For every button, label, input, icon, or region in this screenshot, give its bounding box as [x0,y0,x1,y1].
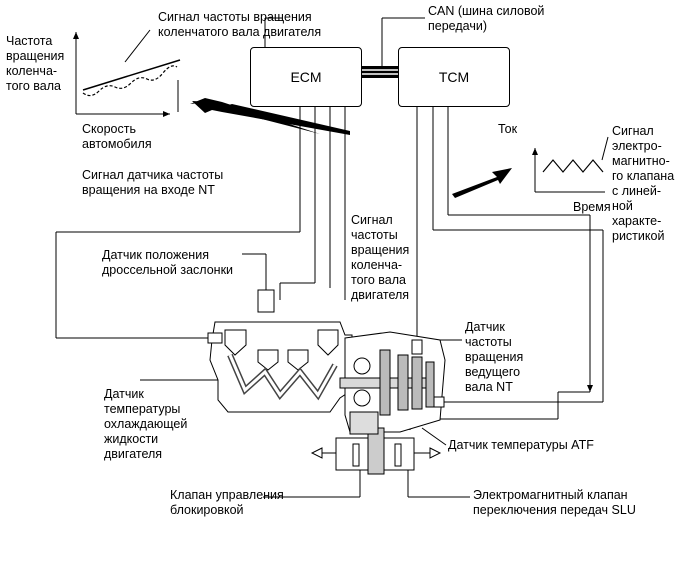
transmission-illustration [310,331,446,475]
label-crank-speed-axis: Частота вращения коленча- того вала [6,34,65,93]
label-crank-signal-top: Сигнал частоты вращения коленчатого вала… [158,10,322,39]
label-nt-sensor: Датчик частоты вращения ведущего вала NT [465,320,524,394]
label-slu-solenoid: Электромагнитный клапан переключения пер… [473,488,636,517]
label-vehicle-speed-axis: Скорость автомобиля [82,122,152,151]
label-current: Ток [498,122,518,136]
label-throttle-sensor: Датчик положения дроссельной заслонки [102,248,234,277]
label-crank-signal-mid: Сигнал частоты вращения коленча- того ва… [351,213,410,302]
label-lockup-valve: Клапан управления блокировкой [170,488,284,517]
tcm-box: TCM [398,47,510,107]
label-coolant-sensor: Датчик температуры охлаждающей жидкости … [104,387,188,461]
ecm-box: ECM [250,47,362,107]
crank-speed-graph [73,32,181,117]
label-nt-input-signal: Сигнал датчика частоты вращения на входе… [82,168,224,197]
label-can: CAN (шина силовой передачи) [428,4,545,33]
signal-lines [55,99,604,498]
label-atf-sensor: Датчик температуры ATF [448,438,594,452]
engine-illustration [207,289,353,413]
label-time: Время [573,200,611,214]
can-bus [361,17,425,78]
solenoid-signal-graph [532,136,609,193]
label-solenoid-signal: Сигнал электро- магнитно- го клапана с л… [612,124,675,243]
